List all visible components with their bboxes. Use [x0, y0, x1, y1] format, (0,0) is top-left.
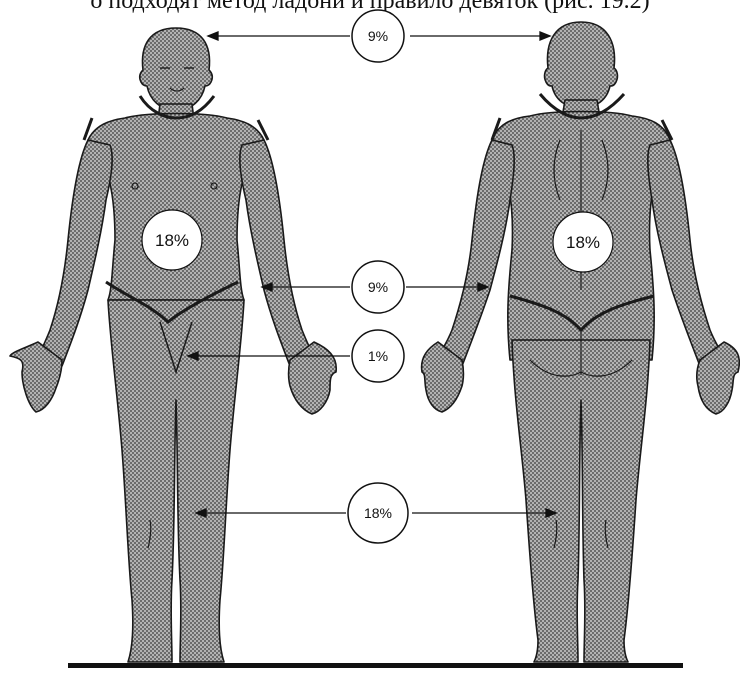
label-head: 9% [352, 10, 404, 62]
ground-line [68, 663, 683, 668]
front-body [10, 28, 336, 662]
label-back-trunk-text: 18% [566, 233, 600, 252]
label-head-text: 9% [368, 28, 388, 44]
back-head [545, 22, 618, 108]
front-legs [108, 300, 244, 662]
label-front-trunk-text: 18% [155, 231, 189, 250]
label-genitals-text: 1% [368, 348, 388, 364]
front-head [140, 28, 213, 110]
back-legs [512, 340, 650, 662]
front-torso [88, 114, 264, 301]
label-back-trunk: 18% [553, 212, 613, 272]
label-front-trunk: 18% [142, 210, 202, 270]
label-leg: 18% [348, 483, 408, 543]
front-arm-left [38, 140, 112, 366]
label-leg-text: 18% [364, 505, 392, 521]
label-arm: 9% [352, 261, 404, 313]
front-arm-right [240, 140, 314, 366]
label-arm-text: 9% [368, 279, 388, 295]
back-arm-right [648, 140, 724, 366]
label-genitals: 1% [352, 330, 404, 382]
back-arm-left [438, 140, 514, 366]
